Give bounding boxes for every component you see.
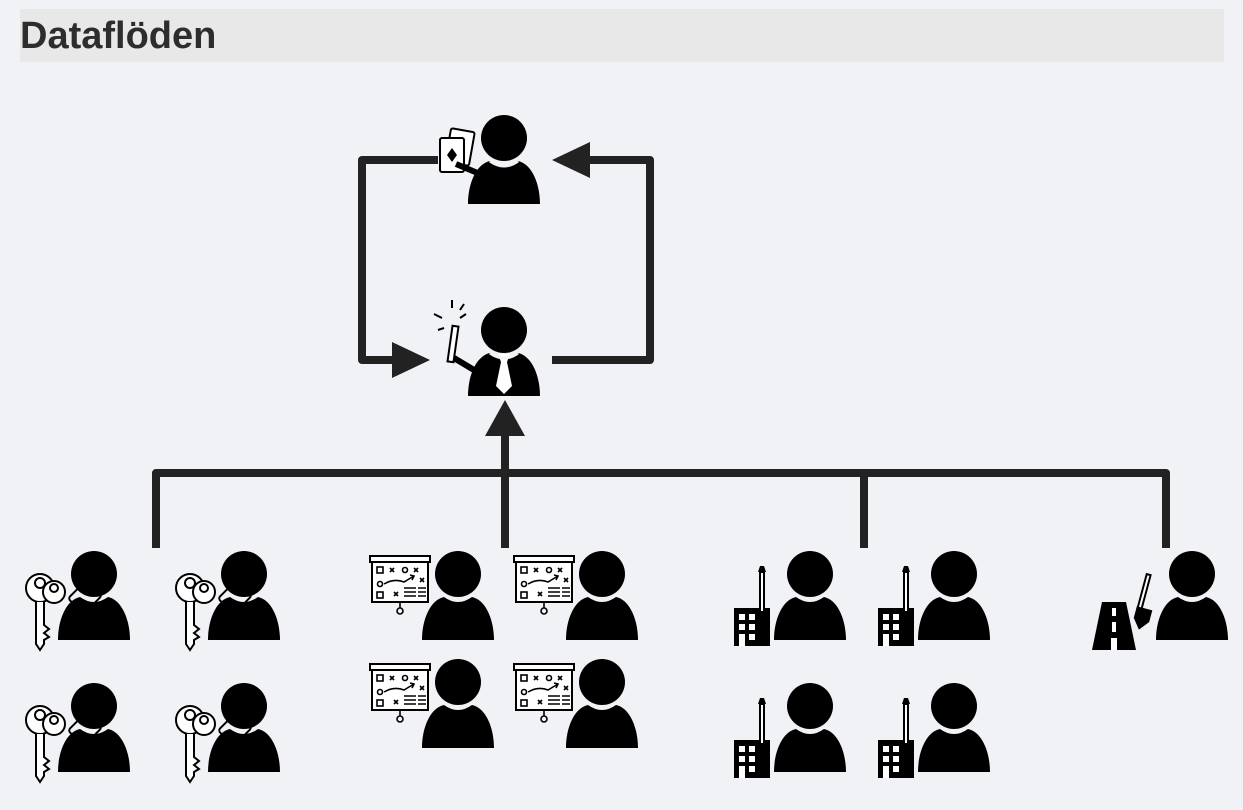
keyholder-person <box>25 683 130 783</box>
planner-person <box>513 659 638 748</box>
builder-person <box>733 683 846 779</box>
magic-wand-icon <box>433 300 476 373</box>
building-construction-icon <box>877 697 915 779</box>
group-planners <box>369 551 638 748</box>
building-construction-icon <box>877 565 915 647</box>
page-title: Dataflöden <box>20 15 217 57</box>
planner-person <box>369 551 494 640</box>
keyholder-person <box>25 551 130 651</box>
road-construction-icon <box>1091 573 1154 651</box>
page-header: Dataflöden <box>20 9 1224 62</box>
building-construction-icon <box>733 697 771 779</box>
loop-line-left <box>358 156 438 364</box>
builder-person <box>733 551 846 647</box>
arrowhead-right <box>552 142 590 178</box>
strategy-board-icon <box>513 555 575 615</box>
roadworker-person <box>1091 551 1228 651</box>
playing-cards-icon <box>439 127 482 177</box>
strategy-board-icon <box>369 663 431 723</box>
loop-line-right <box>552 156 654 364</box>
arrowhead-left <box>392 342 430 378</box>
node-top-person <box>439 115 540 204</box>
arrowhead-up <box>485 400 525 436</box>
strategy-board-icon <box>369 555 431 615</box>
necktie-icon <box>496 354 512 394</box>
group-keys <box>25 551 280 783</box>
planner-person <box>513 551 638 640</box>
group-builders <box>733 551 990 779</box>
planner-person <box>369 659 494 748</box>
building-construction-icon <box>733 565 771 647</box>
keyholder-person <box>175 551 280 651</box>
group-roadworkers <box>1091 551 1228 651</box>
keyholder-person <box>175 683 280 783</box>
node-middle-person <box>433 300 540 396</box>
bus-line <box>152 469 1170 548</box>
flow-lines <box>152 142 1170 548</box>
strategy-board-icon <box>513 663 575 723</box>
builder-person <box>877 551 990 647</box>
builder-person <box>877 683 990 779</box>
